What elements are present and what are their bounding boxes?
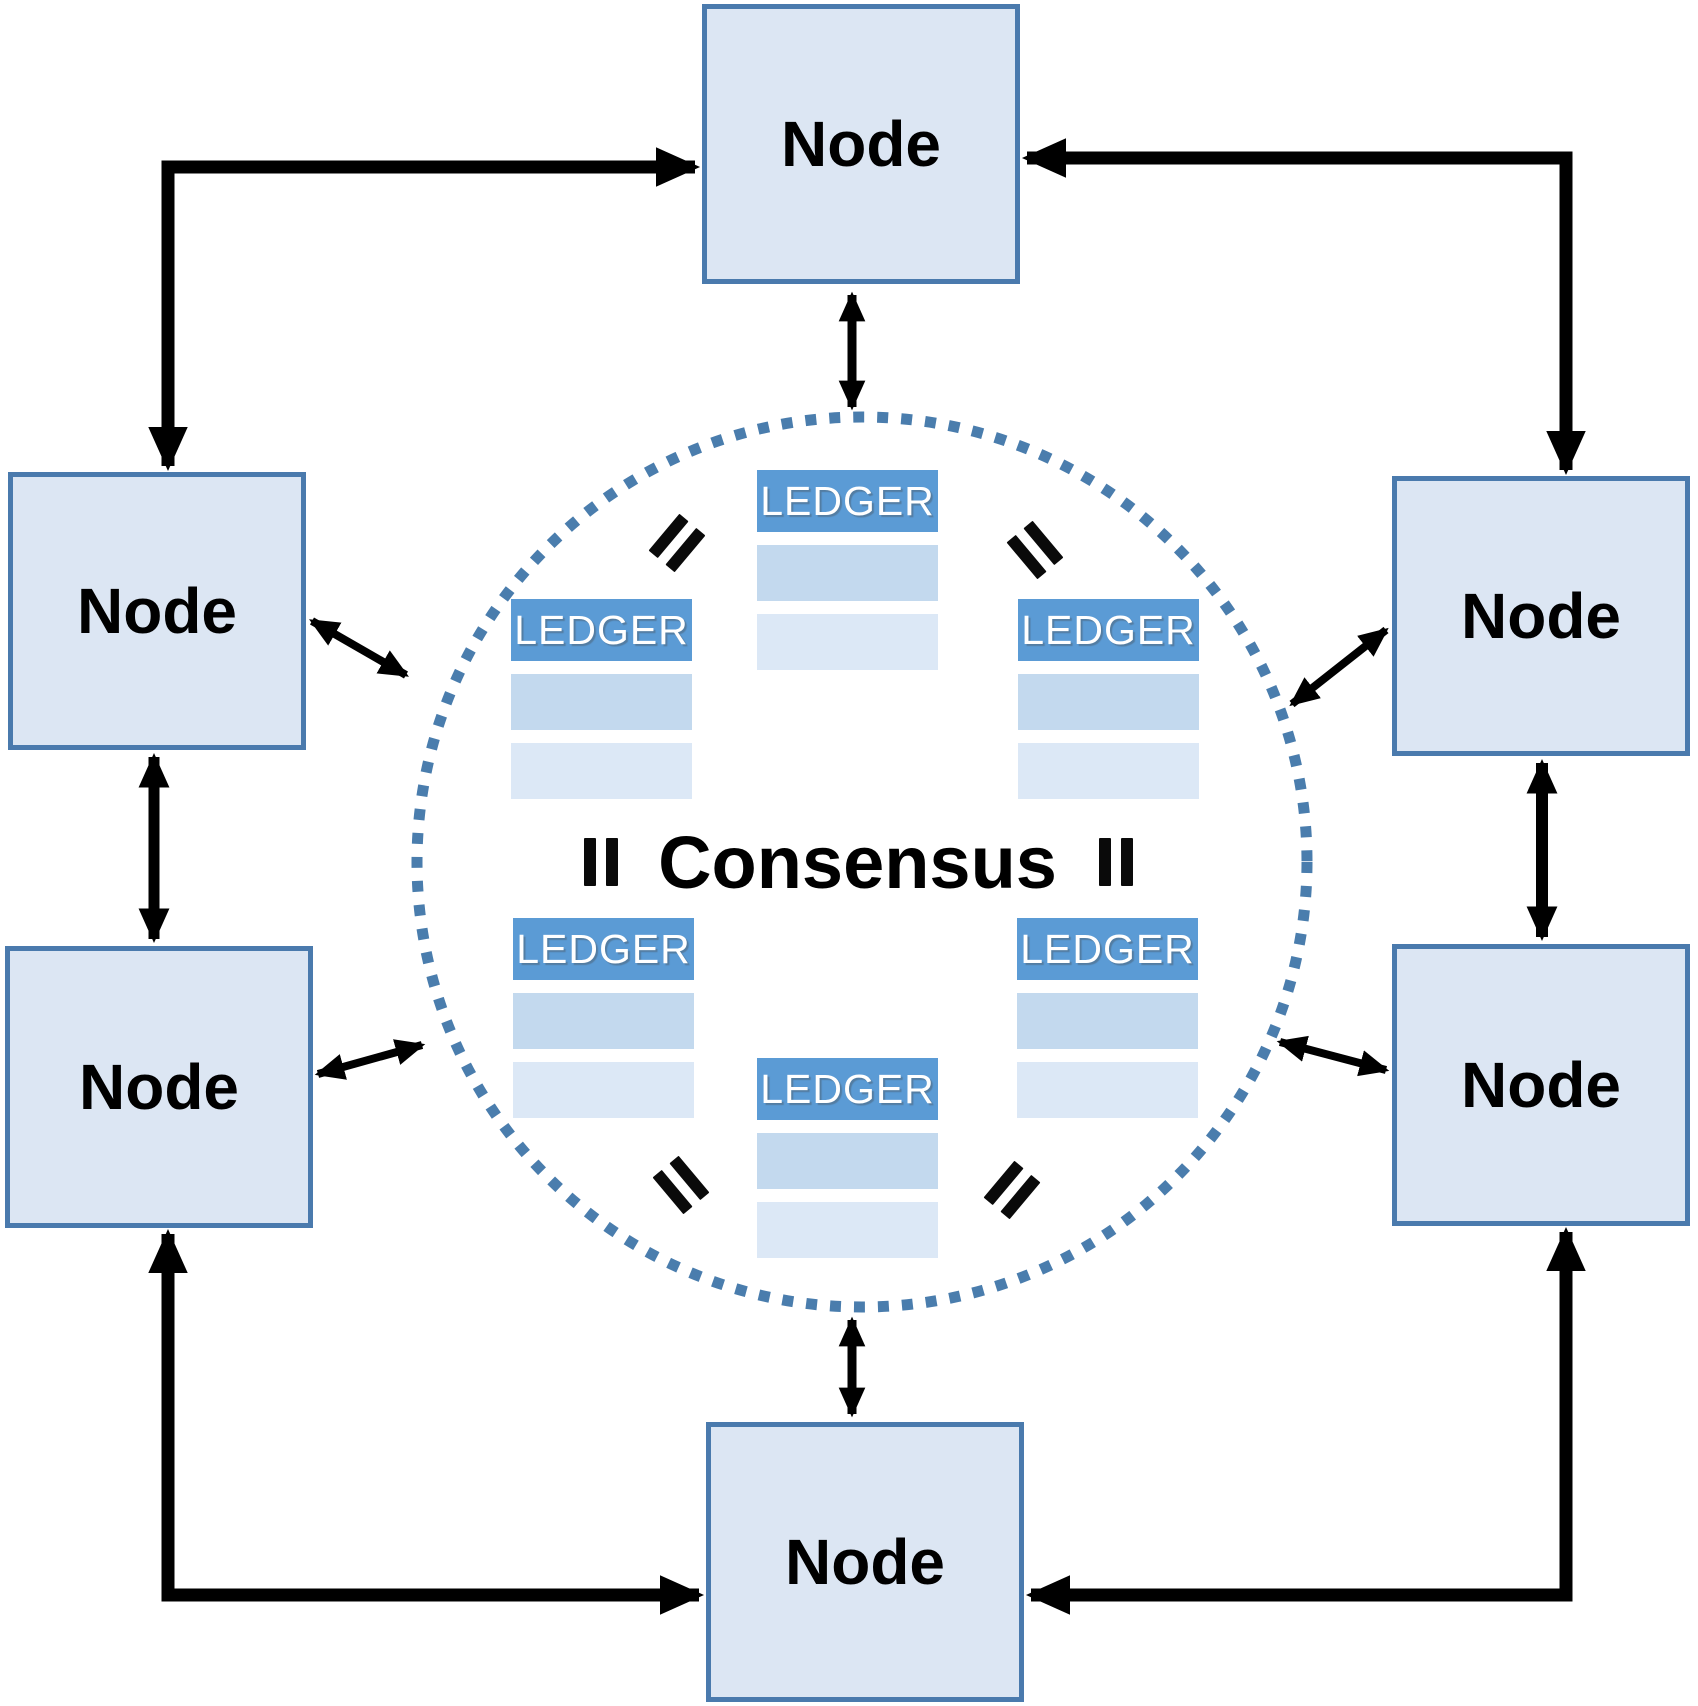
ledger-row xyxy=(757,1202,938,1258)
node-label: Node xyxy=(1461,580,1621,652)
equals-bar xyxy=(584,838,596,886)
node-box-upper-right: Node xyxy=(1392,476,1690,756)
ledger-row xyxy=(1018,674,1199,730)
arrow-top-left xyxy=(148,147,701,472)
node-label: Node xyxy=(1461,1049,1621,1121)
ledger-bottom-center: LEDGER xyxy=(757,1058,938,1258)
arrow-upper-right-node-circle xyxy=(1289,626,1389,708)
arrow-lower-right-node-circle xyxy=(1276,1035,1390,1077)
node-box-lower-left: Node xyxy=(5,946,313,1228)
equals-icon-lower-left xyxy=(652,1155,710,1215)
node-box-bottom: Node xyxy=(706,1422,1024,1702)
equals-icon-lower-right xyxy=(983,1160,1041,1220)
ledger-upper-left: LEDGER xyxy=(511,599,692,799)
equals-bar xyxy=(606,838,618,886)
ledger-row xyxy=(1017,1062,1198,1118)
ledger-row xyxy=(757,1133,938,1189)
node-label: Node xyxy=(77,575,237,647)
consensus-label: Consensus xyxy=(658,820,1057,904)
equals-icon-upper-right xyxy=(1006,520,1064,580)
equals-bar xyxy=(1099,838,1111,886)
node-box-top: Node xyxy=(702,4,1020,284)
node-label: Node xyxy=(785,1526,945,1598)
ledger-top-center: LEDGER xyxy=(757,470,938,670)
equals-icon-upper-left xyxy=(648,513,706,573)
node-box-lower-right: Node xyxy=(1392,944,1690,1226)
ledger-title: LEDGER xyxy=(513,918,694,980)
ledger-row xyxy=(1018,743,1199,799)
ledger-row xyxy=(513,993,694,1049)
arrow-upper-left-node-circle xyxy=(309,617,409,679)
ledger-title: LEDGER xyxy=(757,470,938,532)
equals-icon-middle-right xyxy=(1099,838,1133,886)
ledger-title: LEDGER xyxy=(511,599,692,661)
ledger-title: LEDGER xyxy=(757,1058,938,1120)
ledger-title: LEDGER xyxy=(1017,918,1198,980)
ledger-row xyxy=(757,614,938,670)
arrow-top-right xyxy=(1021,138,1586,476)
arrow-bottom-left xyxy=(148,1228,705,1615)
ledger-title: LEDGER xyxy=(1018,599,1199,661)
ledger-row xyxy=(511,743,692,799)
node-box-upper-left: Node xyxy=(8,472,306,750)
ledger-row xyxy=(1017,993,1198,1049)
arrow-lower-left-node-circle xyxy=(314,1039,426,1080)
ledger-row xyxy=(511,674,692,730)
ledger-row xyxy=(757,545,938,601)
node-label: Node xyxy=(781,108,941,180)
ledger-row xyxy=(513,1062,694,1118)
node-label: Node xyxy=(79,1051,239,1123)
ledger-lower-right: LEDGER xyxy=(1017,918,1198,1118)
equals-icon-middle-left xyxy=(584,838,618,886)
equals-bar xyxy=(1121,838,1133,886)
ledger-lower-left: LEDGER xyxy=(513,918,694,1118)
ledger-upper-right: LEDGER xyxy=(1018,599,1199,799)
arrow-bottom-right xyxy=(1025,1226,1586,1615)
